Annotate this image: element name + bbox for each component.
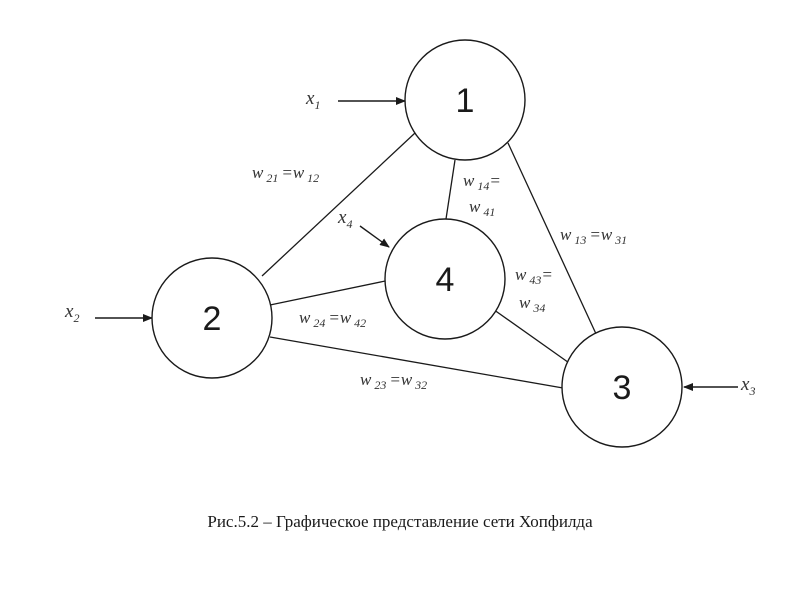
node-2-label: 2 [203,300,222,338]
edge-2-4 [269,279,391,306]
figure-caption: Рис.5.2 – Графическое представление сети… [207,512,593,531]
node-2: 2 [151,257,273,379]
node-2-circle [151,257,273,379]
input-label-x1: x1 [305,88,320,112]
node-3-label: 3 [613,369,632,407]
edge-1-4 [445,159,456,220]
node-3: 3 [561,326,683,448]
input-label-x4: x4 [337,207,352,231]
edge-4-3 [489,306,573,366]
node-4-label: 4 [436,261,455,299]
input-arrow-4 [359,225,390,248]
input-label-x2: x2 [64,301,79,325]
node-3-circle [561,326,683,448]
edge-2-3 [269,336,564,389]
node-1-circle [404,39,526,161]
edge-2-1 [261,132,416,277]
node-4-circle [384,218,506,340]
edge-1-3 [507,142,598,337]
node-4: 4 [384,218,506,340]
input-label-x3: x3 [740,374,755,398]
node-1: 1 [404,39,526,161]
node-1-label: 1 [456,82,475,120]
